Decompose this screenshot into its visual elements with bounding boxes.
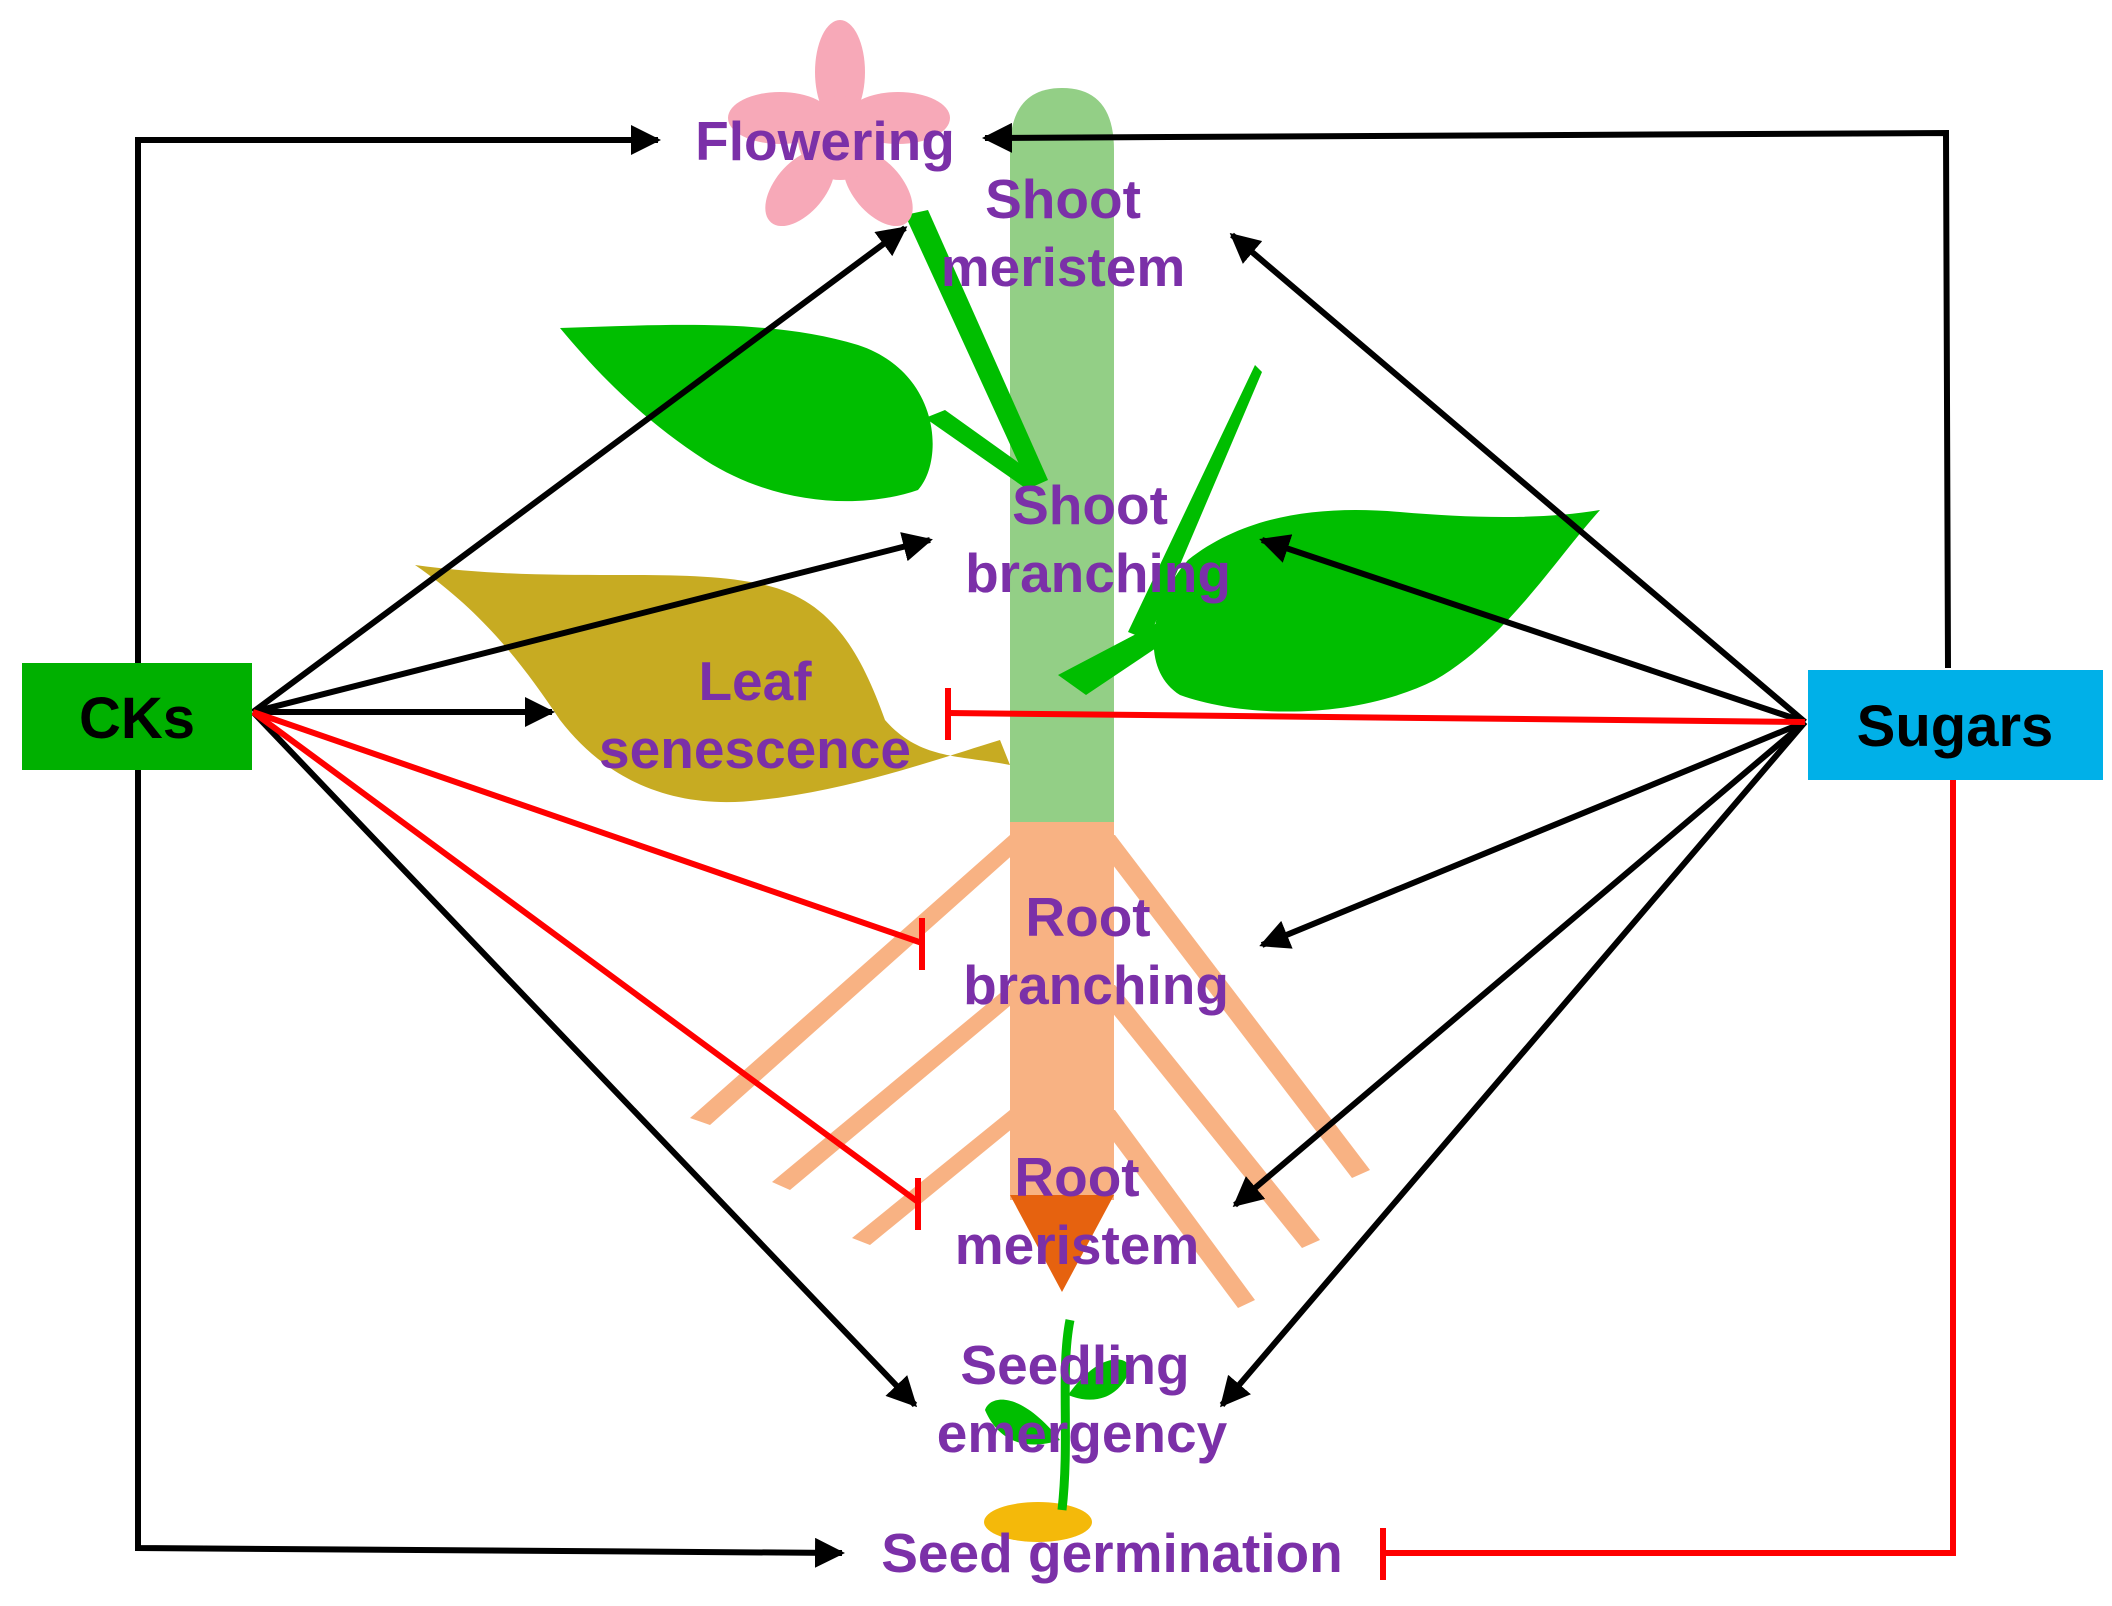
- label-root-branching-1: Root: [1025, 886, 1150, 948]
- root-left-3: [852, 1110, 1035, 1245]
- cks-box-shape: [22, 663, 252, 770]
- root-right-1: [1090, 835, 1370, 1178]
- label-leaf-senescence-1: Leaf: [698, 650, 812, 712]
- label-shoot-branching-1: Shoot: [1012, 474, 1168, 536]
- cks-box: CKs: [22, 663, 252, 770]
- leaf-upper-left-petiole: [925, 410, 1040, 490]
- leaf-right-petiole: [1058, 612, 1186, 695]
- arrow-cks-shoot-meristem: [251, 225, 908, 715]
- flower-stalk: [905, 210, 1048, 488]
- arrow-cks-seedling-emergency: [250, 709, 918, 1408]
- label-root-meristem-2: meristem: [955, 1214, 1200, 1276]
- root-tip: [1010, 1195, 1114, 1292]
- roots: [690, 835, 1370, 1308]
- inhibit-cks-root-branching: [252, 709, 923, 946]
- root-left-2: [772, 985, 1035, 1190]
- root-right-2: [1090, 985, 1320, 1248]
- arrow-sugars-root-branching: [1259, 719, 1807, 949]
- cks-label: CKs: [79, 686, 195, 751]
- leaf-right: [1153, 509, 1600, 712]
- plant-illustration: [415, 20, 1600, 1542]
- arrow-sugars-root-meristem: [1232, 719, 1807, 1208]
- flower: [728, 20, 950, 227]
- label-shoot-meristem-2: meristem: [941, 236, 1186, 298]
- seedling: [984, 1319, 1130, 1542]
- seedling-leaf-left: [985, 1399, 1060, 1445]
- inhibit-sugars-leaf-senescence: [947, 710, 1806, 725]
- stem-upper: [1010, 88, 1114, 824]
- label-seedling-emergency-1: Seedling: [960, 1334, 1189, 1396]
- root-left-1: [690, 835, 1035, 1125]
- root-right-3: [1090, 1110, 1255, 1308]
- seedling-stem: [1057, 1319, 1075, 1511]
- arrow-sugars-shoot-branching: [1259, 534, 1806, 725]
- flower-center: [798, 96, 882, 180]
- narrow-leaf: [1128, 365, 1262, 640]
- arrow-cks-shoot-branching: [252, 532, 933, 715]
- sugars-label: Sugars: [1857, 694, 2054, 759]
- label-shoot-meristem-1: Shoot: [985, 168, 1141, 230]
- leaf-upper-left: [560, 324, 933, 502]
- label-shoot-branching-2: branching: [965, 542, 1231, 604]
- sugars-box-shape: [1808, 670, 2103, 780]
- arrow-sugars-seedling-emergency: [1219, 720, 1808, 1408]
- label-seedling-emergency-2: emergency: [937, 1402, 1228, 1464]
- arrows: [135, 122, 1956, 1580]
- process-labels: Flowering Shoot meristem Shoot branching…: [599, 110, 1343, 1584]
- label-root-meristem-1: Root: [1014, 1146, 1139, 1208]
- arrow-cks-seed-germination: [135, 770, 845, 1568]
- arrow-cks-flowering: [135, 125, 661, 730]
- stem-lower: [1010, 822, 1114, 1200]
- inhibit-sugars-seed-germination: [1383, 780, 1956, 1556]
- label-seed-germination: Seed germination: [881, 1522, 1342, 1584]
- arrow-sugars-shoot-meristem: [1229, 232, 1807, 725]
- seed: [984, 1502, 1092, 1542]
- leaf-senescent: [415, 565, 1010, 803]
- inhibit-cks-root-meristem: [251, 709, 920, 1205]
- arrow-sugars-flowering: [982, 122, 1951, 669]
- label-root-branching-2: branching: [963, 954, 1229, 1016]
- seedling-leaf-right: [1068, 1359, 1130, 1400]
- label-flowering: Flowering: [695, 110, 955, 172]
- label-leaf-senescence-2: senescence: [599, 718, 911, 780]
- sugars-box: Sugars: [1808, 670, 2103, 780]
